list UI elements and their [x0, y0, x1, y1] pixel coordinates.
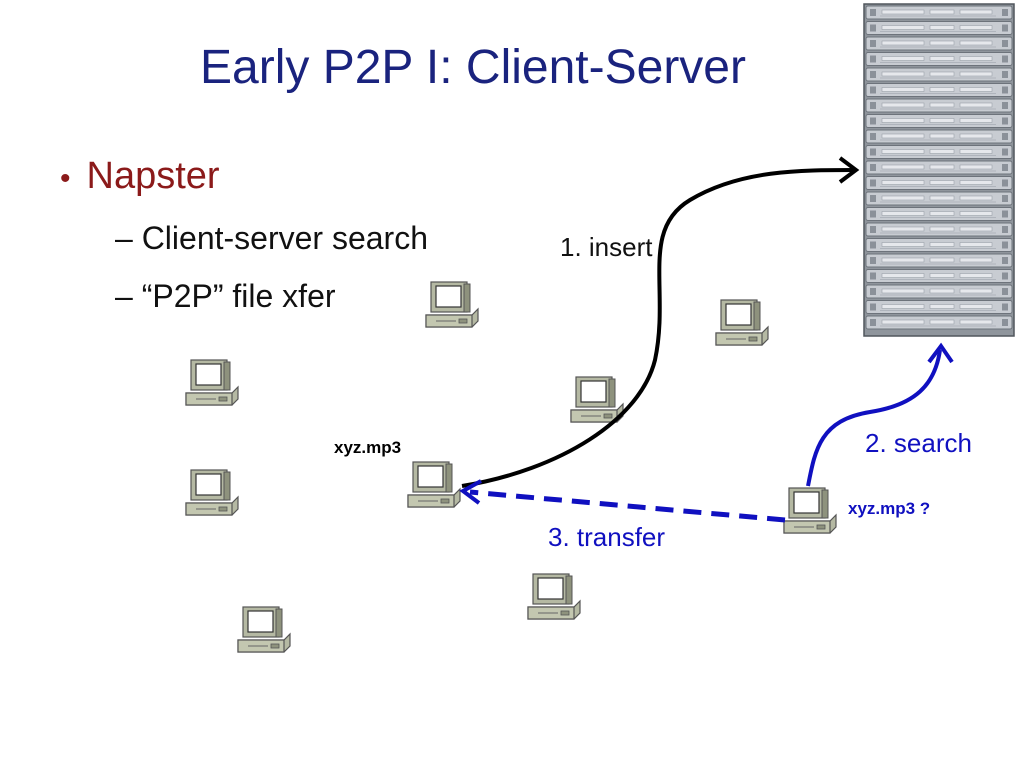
subbullet-client-server-search: – Client-server search — [115, 220, 428, 256]
transfer-arrowhead — [459, 479, 482, 505]
subbullet-p2p-file-xfer: – “P2P” file xfer — [115, 278, 336, 314]
slide-title: Early P2P I: Client-Server — [200, 41, 746, 94]
computer-icon — [715, 299, 769, 346]
computer-icon — [185, 359, 239, 406]
computer-icon — [570, 376, 624, 423]
search-arrowhead — [927, 342, 954, 364]
file-label: xyz.mp3 — [334, 438, 402, 457]
transfer-label: 3. transfer — [548, 522, 666, 552]
requesting-computer-icon — [783, 487, 837, 534]
bullet-label: Napster — [86, 155, 220, 197]
computer-icon — [527, 573, 581, 620]
insert-arrow — [461, 168, 856, 488]
insert-arrowhead — [838, 156, 860, 184]
insert-label: 1. insert — [560, 232, 653, 262]
computer-icon — [425, 281, 479, 328]
search-label: 2. search — [865, 428, 972, 458]
search-arrow — [806, 349, 942, 487]
computer-icon — [237, 606, 291, 653]
bullet-dot: • — [60, 162, 71, 195]
bullet-napster: • Napster — [60, 155, 220, 198]
file-holder-computer-icon — [407, 461, 461, 508]
server-rack-icon — [863, 3, 1015, 337]
transfer-arrow — [469, 489, 786, 523]
query-label: xyz.mp3 ? — [848, 499, 931, 518]
computer-icon — [185, 469, 239, 516]
